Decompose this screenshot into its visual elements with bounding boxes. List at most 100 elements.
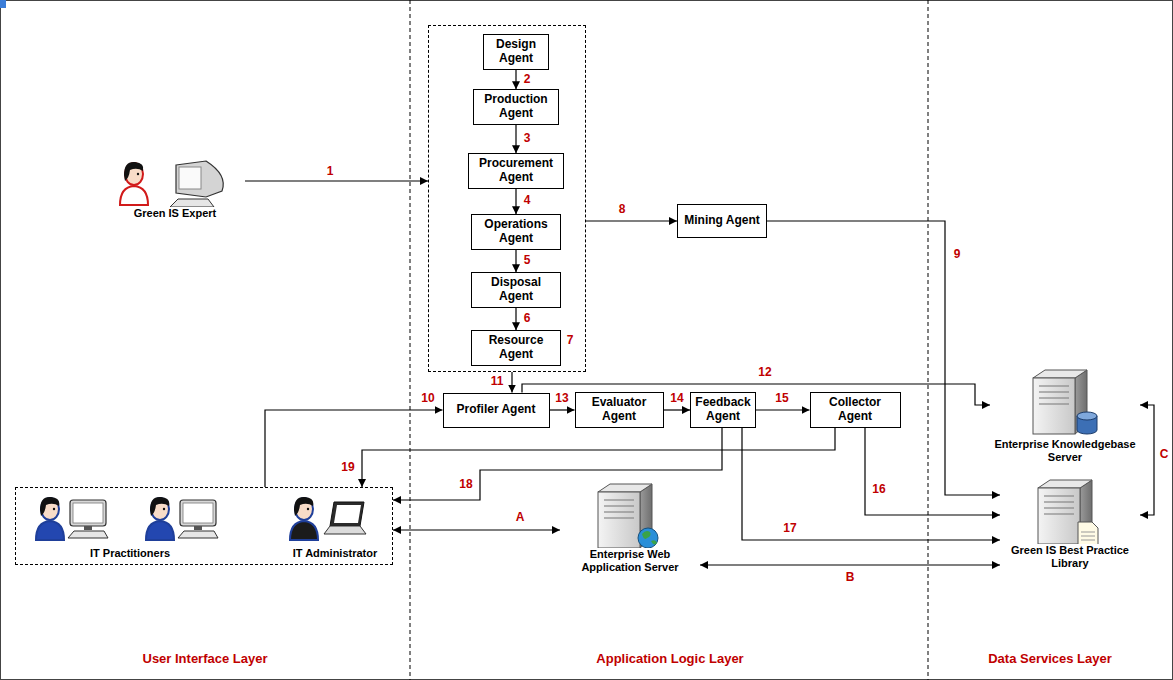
flow-arrow bbox=[515, 308, 516, 330]
person-eye bbox=[137, 173, 139, 175]
icon-caption: Enterprise Knowledgebase Server bbox=[990, 438, 1140, 463]
flow-arrow bbox=[586, 220, 677, 221]
server-slot bbox=[1039, 397, 1069, 398]
callout-number: 17 bbox=[781, 522, 798, 535]
document bbox=[1078, 522, 1098, 544]
actor-label: IT Practitioners bbox=[90, 547, 170, 559]
icon-caption: Green IS Best Practice Library bbox=[1000, 544, 1140, 569]
icon-caption: Green IS Expert bbox=[105, 207, 245, 220]
document-line bbox=[1081, 532, 1095, 533]
server-slot bbox=[1039, 403, 1069, 404]
actor: Green IS Expert bbox=[105, 155, 245, 220]
user-group: IT Practitioners IT Administrator bbox=[15, 487, 393, 565]
layer-separator bbox=[410, 0, 411, 680]
server-slot bbox=[1044, 501, 1074, 502]
flow-arrow bbox=[664, 409, 691, 410]
person-body bbox=[36, 521, 64, 540]
agent-group: 7Design AgentProduction AgentProcurement… bbox=[428, 25, 586, 372]
server-icon bbox=[1025, 368, 1105, 438]
laptop-base bbox=[324, 526, 366, 534]
monitor-screen bbox=[73, 503, 103, 523]
callout-number: C bbox=[1158, 448, 1171, 461]
server-top bbox=[1033, 370, 1087, 378]
agent-box: Collector Agent bbox=[810, 392, 901, 428]
server-slot bbox=[604, 505, 634, 506]
database-top bbox=[1077, 412, 1097, 420]
crt-screen bbox=[179, 167, 201, 189]
agent-box: Operations Agent bbox=[471, 214, 561, 250]
agent-label: Mining Agent bbox=[680, 214, 764, 228]
person-hair bbox=[124, 162, 143, 181]
laptop-display bbox=[334, 505, 361, 523]
callout-number: 1 bbox=[325, 165, 336, 178]
callout-number: 5 bbox=[522, 254, 533, 267]
callout-number: 13 bbox=[553, 392, 570, 405]
person-body bbox=[120, 186, 148, 205]
person-body bbox=[146, 521, 174, 540]
corner-icon bbox=[0, 0, 6, 8]
agent-label: Disposal Agent bbox=[474, 276, 558, 304]
expert-icon bbox=[110, 155, 240, 207]
server-slot bbox=[604, 499, 634, 500]
icon-caption: Enterprise Web Application Server bbox=[560, 548, 700, 573]
server: Enterprise Web Application Server bbox=[560, 482, 700, 573]
server-slot bbox=[1039, 391, 1069, 392]
monitor-stand bbox=[194, 526, 202, 530]
agent-label: Collector Agent bbox=[813, 396, 898, 424]
keyboard bbox=[68, 531, 108, 538]
callout-number: 3 bbox=[522, 132, 533, 145]
monitor-frame bbox=[70, 500, 106, 526]
server-icon bbox=[590, 482, 670, 548]
flow-arrow bbox=[756, 409, 810, 410]
agent-box: Disposal Agent bbox=[471, 272, 561, 308]
monitor-screen bbox=[183, 503, 213, 523]
callout-number: 18 bbox=[457, 478, 474, 491]
flow-arrow bbox=[515, 70, 516, 89]
agent-label: Evaluator Agent bbox=[578, 396, 661, 424]
document-line bbox=[1081, 536, 1095, 537]
agent-label: Operations Agent bbox=[474, 218, 558, 246]
server-slot bbox=[1044, 507, 1074, 508]
server-front bbox=[1038, 488, 1080, 544]
layer-label: User Interface Layer bbox=[140, 651, 269, 666]
agent-label: Feedback Agent bbox=[693, 396, 753, 424]
server-front bbox=[598, 492, 640, 548]
server-slot bbox=[1039, 385, 1069, 386]
actor-label: IT Administrator bbox=[293, 547, 378, 559]
callout-number: 10 bbox=[419, 392, 436, 405]
callout-number: 8 bbox=[617, 203, 628, 216]
callout-number: B bbox=[844, 571, 857, 584]
agent-box: Mining Agent bbox=[677, 204, 767, 238]
flow-arrow bbox=[393, 529, 560, 530]
layer-separator bbox=[928, 0, 929, 680]
callout-number: 7 bbox=[567, 333, 574, 347]
agent-label: Profiler Agent bbox=[446, 403, 547, 417]
callout-number: 4 bbox=[522, 194, 533, 207]
server-slot bbox=[604, 511, 634, 512]
server-slot bbox=[1044, 495, 1074, 496]
server-slot bbox=[604, 517, 634, 518]
agent-box: Resource Agent bbox=[471, 330, 561, 366]
flow-arrow bbox=[511, 372, 512, 393]
agent-label: Production Agent bbox=[476, 93, 556, 121]
server-icon bbox=[1030, 478, 1110, 544]
callout-number: 19 bbox=[339, 461, 356, 474]
keyboard bbox=[170, 199, 214, 207]
server-top bbox=[598, 484, 652, 492]
flow-arrow bbox=[515, 125, 516, 153]
person-hair bbox=[294, 497, 313, 516]
flow-arrow bbox=[700, 564, 1000, 565]
flow-arrow bbox=[865, 428, 1000, 515]
globe bbox=[638, 528, 658, 548]
layer-label: Application Logic Layer bbox=[594, 651, 745, 666]
person-eye bbox=[163, 508, 165, 510]
person-body bbox=[290, 521, 318, 540]
agent-label: Design Agent bbox=[486, 38, 546, 66]
flow-arrow bbox=[1140, 405, 1154, 515]
callout-number: 15 bbox=[773, 392, 790, 405]
flow-arrow bbox=[362, 428, 835, 487]
keyboard bbox=[178, 531, 218, 538]
agent-box: Feedback Agent bbox=[690, 392, 756, 428]
